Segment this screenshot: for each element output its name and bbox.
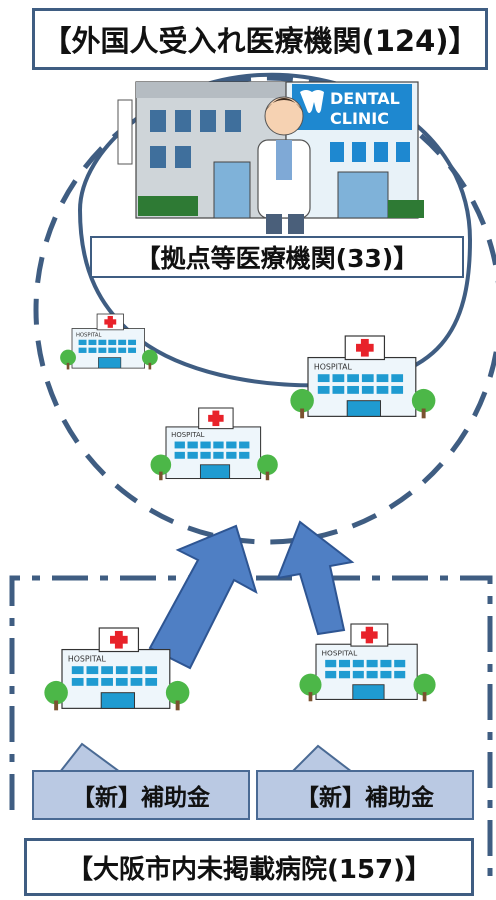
hospital-icon: [59, 313, 159, 370]
subsidy-pointer-right: [289, 744, 355, 773]
doctor-figure: [257, 96, 311, 234]
clinic-sign-line2: CLINIC: [330, 109, 389, 128]
clinic-sign-line1: DENTAL: [330, 89, 400, 108]
hospital-icon: [150, 407, 279, 481]
subsidy-label-left: 【新】補助金: [32, 770, 250, 820]
up-arrow-right: [276, 520, 355, 636]
hospital-icon: [298, 623, 437, 702]
foreign-patient-institutions-label: 【外国人受入れ医療機関(124)】: [32, 8, 488, 70]
hospital-icon: [289, 335, 436, 419]
base-institutions-label: 【拠点等医療機関(33)】: [90, 236, 464, 278]
unlisted-hospitals-frame: [9, 575, 493, 880]
subsidy-label-right: 【新】補助金: [256, 770, 474, 820]
outer-dashed-circle: [33, 75, 496, 545]
up-arrow-left: [148, 524, 258, 670]
clinic-building-illustration: DENTAL CLINIC: [117, 81, 424, 234]
unlisted-hospitals-label: 【大阪市内未掲載病院(157)】: [24, 838, 474, 896]
subsidy-pointer-left: [57, 742, 124, 773]
